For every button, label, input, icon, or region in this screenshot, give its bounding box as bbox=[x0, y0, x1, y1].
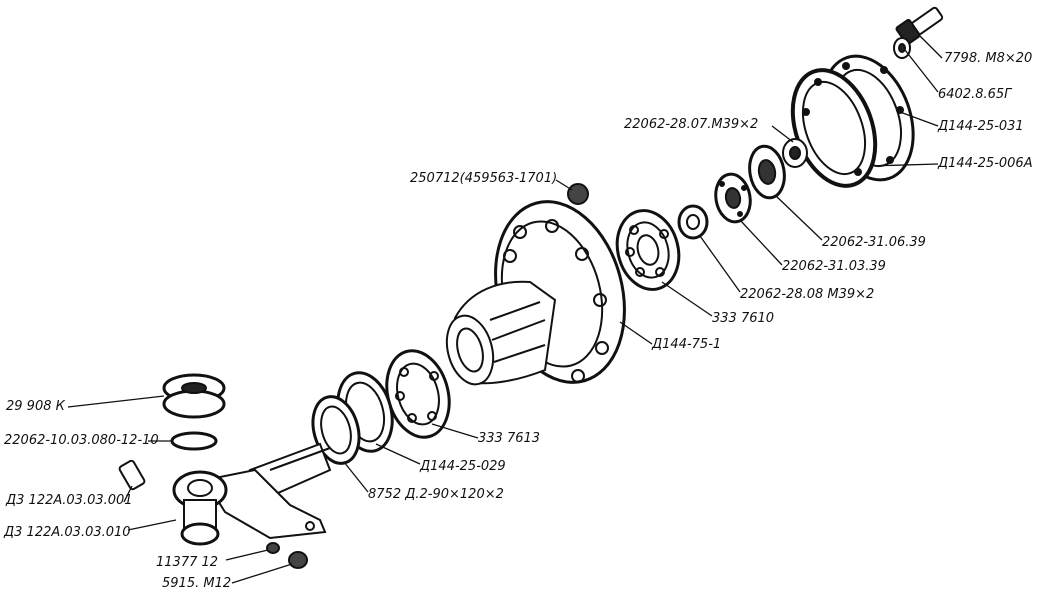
label-seal-ring: 8752 Д.2-90×120×2 bbox=[368, 487, 504, 502]
label-gasket: Д144-25-006А bbox=[938, 156, 1033, 171]
label-cover: Д144-25-031 bbox=[938, 119, 1024, 134]
label-nut-outer: 22062-28.07.M39×2 bbox=[624, 117, 759, 132]
label-wheel-nut: 250712(459563-1701) bbox=[410, 171, 558, 186]
wheel-nut-part bbox=[567, 183, 589, 205]
washer-part bbox=[893, 37, 911, 59]
small-nut-part bbox=[288, 551, 308, 569]
label-spacer: Д144-25-029 bbox=[420, 459, 506, 474]
label-hub: Д144-75-1 bbox=[652, 337, 722, 352]
label-lockwasher-b: 22062-31.03.39 bbox=[782, 259, 886, 274]
pin-part bbox=[118, 459, 146, 491]
outer-bearing-part bbox=[615, 209, 681, 291]
label-bearing-outer: 333 7610 bbox=[712, 311, 775, 326]
inner-nut-part bbox=[677, 204, 709, 240]
oring-part bbox=[170, 431, 218, 451]
lock-washer-b-part bbox=[714, 172, 752, 224]
hub-part bbox=[445, 200, 626, 386]
lock-washer-a-part bbox=[748, 144, 786, 200]
gasket-part bbox=[790, 68, 878, 188]
label-lockwasher-a: 22062-31.06.39 bbox=[822, 235, 926, 250]
knuckle-part bbox=[172, 442, 332, 546]
seal-part bbox=[162, 373, 226, 419]
small-washer-part bbox=[266, 542, 280, 554]
screw-part bbox=[895, 6, 944, 45]
outer-nut-part bbox=[782, 138, 808, 168]
label-bearing-inner: 333 7613 bbox=[478, 431, 541, 446]
label-seal: 29 908 К bbox=[6, 399, 65, 414]
label-nut-small: 5915. M12 bbox=[162, 576, 232, 591]
label-knuckle: Д3 122А.03.03.010 bbox=[4, 525, 131, 540]
label-pin: Д3 122А.03.03.001 bbox=[6, 493, 133, 508]
label-nut-inner: 22062-28.08 M39×2 bbox=[740, 287, 875, 302]
label-washer: 6402.8.65Г bbox=[938, 87, 1012, 102]
label-oring: 22062-10.03.080-12-10 bbox=[4, 433, 159, 448]
label-washer-small: 11377 12 bbox=[156, 555, 219, 570]
leader-lines bbox=[67, 33, 943, 584]
label-screw: 7798. M8×20 bbox=[944, 51, 1033, 66]
